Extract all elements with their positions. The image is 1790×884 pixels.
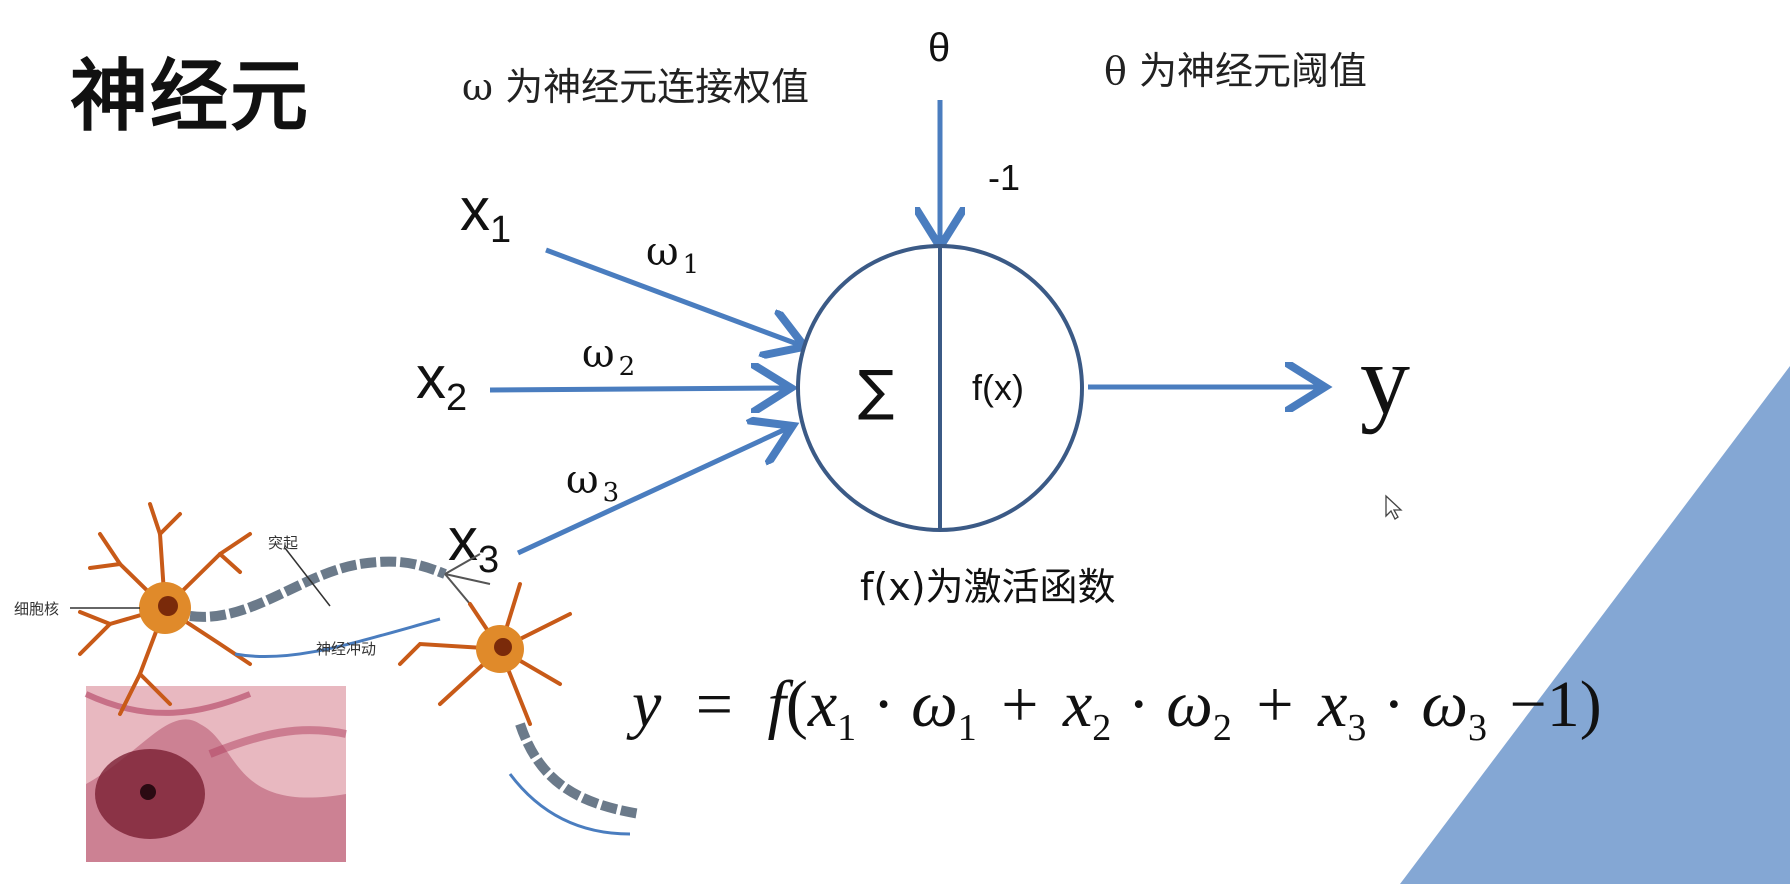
sum-symbol: ∑ [858,359,895,422]
biological-neuron-illustration: 突起 细胞核 神经冲动 [14,502,641,862]
threshold-input-value: -1 [988,157,1021,198]
threshold-note-text: 为神经元阈值 [1138,49,1367,93]
threshold-note-symbol: θ [1104,49,1127,93]
neuron-label-impulse: 神经冲动 [316,640,376,658]
activation-function-label: f(x) [972,367,1024,408]
neuron-formula: y = f(x1 · ω1 + x2 · ω2 + x3 · ω3 −1) [632,668,1602,749]
input-label-x3: x3 [448,506,500,581]
weight-note-text: 为神经元连接权值 [505,65,810,109]
threshold-note: θ 为神经元阈值 [1104,52,1367,90]
input-arrow-3 [516,428,788,556]
input-arrow-1 [545,247,800,345]
slide-title: 神经元 [70,52,311,142]
input-label-x2: x2 [416,344,468,419]
output-label-y: y [1360,324,1410,435]
neuron-label-protrusion: 突起 [268,534,298,552]
activation-note: f(x)为激活函数 [860,565,1116,609]
neuron-label-nucleus: 细胞核 [14,600,59,618]
threshold-symbol: θ [928,26,951,70]
input-arrow-2 [489,388,786,390]
weight-note-symbol: ω [462,65,493,109]
input-label-x1: x1 [460,176,512,251]
weight-note: ω 为神经元连接权值 [462,68,809,106]
mouse-cursor-icon [1385,494,1403,520]
